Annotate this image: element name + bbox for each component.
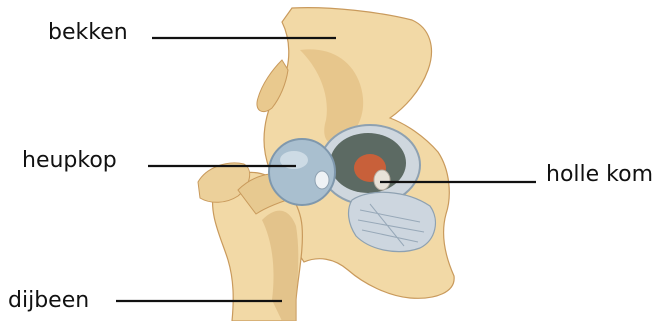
label-femur: dijbeen bbox=[8, 290, 89, 312]
fovea-capitis bbox=[315, 171, 329, 189]
label-socket: holle kom bbox=[546, 164, 653, 186]
label-femoral-head: heupkop bbox=[22, 150, 117, 172]
label-pelvis: bekken bbox=[48, 22, 128, 44]
ligamentum-teres bbox=[374, 170, 390, 190]
